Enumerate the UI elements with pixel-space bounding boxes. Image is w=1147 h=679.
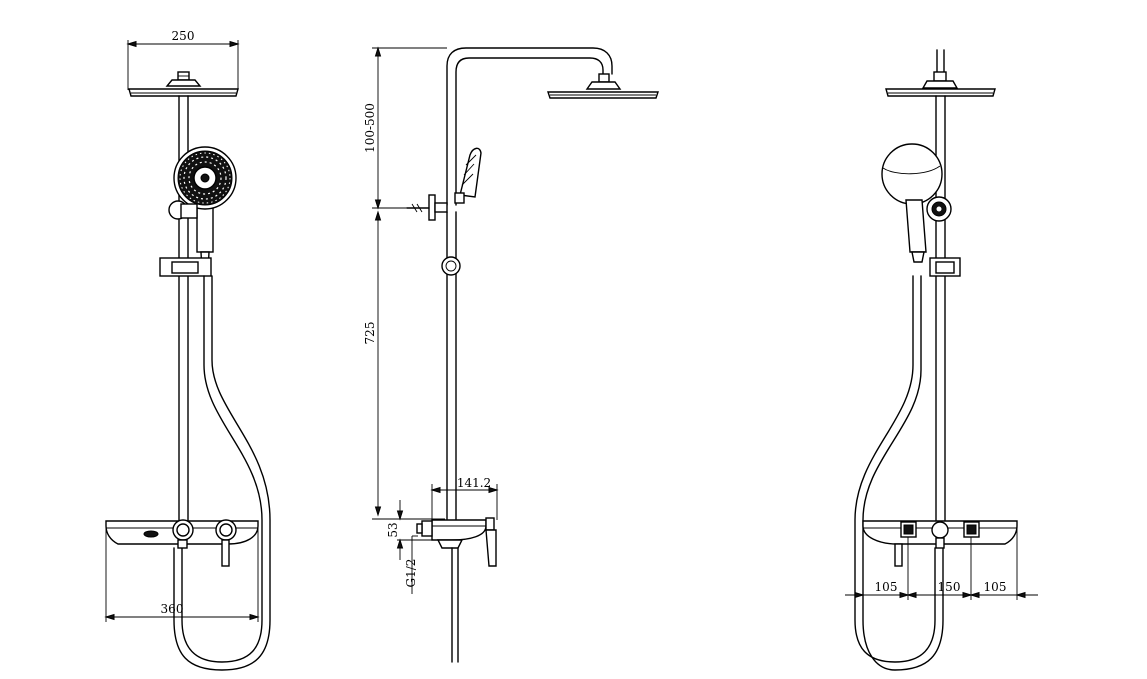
- inlet-thread-label: G1/2: [404, 559, 418, 588]
- slider-clamp-inner: [445, 260, 457, 272]
- mixer-body-side: [416, 517, 497, 567]
- side-view: 100-500 725 141.2: [363, 46, 659, 663]
- shower-hose: [173, 275, 271, 671]
- shelf-back: [862, 520, 1018, 567]
- hose-side: [451, 547, 459, 663]
- slider-bracket: [159, 257, 212, 277]
- rail-height-label: 725: [363, 322, 377, 345]
- shelf-width-label: 360: [161, 602, 184, 616]
- dimension-head-width: 250: [126, 29, 240, 90]
- front-view: 250: [104, 29, 271, 671]
- thermostatic-shelf: [105, 519, 259, 567]
- inlet-spacing-label: 150: [938, 580, 961, 594]
- dimension-shelf-width: 360: [104, 528, 260, 622]
- rain-shower-head-back: [885, 49, 996, 97]
- mixer-depth-label: 141.2: [457, 476, 491, 490]
- left-offset-label: 105: [875, 580, 898, 594]
- dimension-inlet-spacing: 105 150 105: [845, 528, 1038, 600]
- hand-shower-back: [881, 143, 952, 263]
- slider-clamp: [441, 256, 461, 276]
- wall-bracket: [406, 194, 448, 221]
- dimension-height-adjust: 100-500: [363, 46, 447, 210]
- rain-shower-head: [128, 71, 239, 97]
- dimension-inlet-thread: G1/2: [404, 535, 418, 594]
- shower-arm: [446, 47, 659, 206]
- hand-shower: [168, 146, 237, 273]
- slider-bracket-back: [929, 257, 961, 277]
- right-offset-label: 105: [984, 580, 1007, 594]
- mixer-height-label: 53: [386, 522, 400, 537]
- back-view: 105 150 105: [845, 49, 1038, 671]
- dimension-rail-height: 725: [363, 207, 445, 520]
- shower-hose-back: [854, 275, 944, 671]
- dimension-mixer-height: 53: [386, 500, 432, 560]
- dimension-mixer-depth: 141.2: [430, 476, 499, 520]
- head-width-label: 250: [172, 29, 195, 43]
- hand-shower-side: [454, 147, 482, 204]
- height-adjust-label: 100-500: [363, 103, 377, 153]
